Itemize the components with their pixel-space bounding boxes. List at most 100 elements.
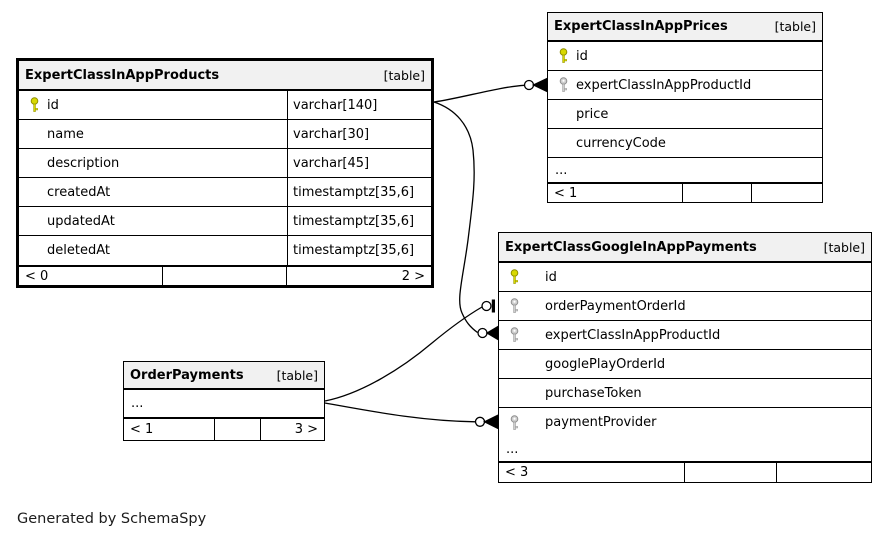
- foreign-key-icon: [510, 414, 519, 430]
- footer-spacer: [685, 463, 777, 482]
- column-name: orderPaymentOrderId: [545, 298, 686, 314]
- zero-cardinality-circle: [477, 327, 488, 339]
- column-name: expertClassInAppProductId: [576, 77, 752, 93]
- table-tag: [table]: [823, 239, 865, 255]
- key-cell: [548, 77, 576, 93]
- table-tag: [table]: [383, 67, 425, 83]
- table-title[interactable]: OrderPayments: [130, 367, 244, 383]
- primary-key-icon: [30, 97, 39, 112]
- column-type: varchar[140]: [287, 91, 431, 119]
- foreign-key-icon: [510, 298, 519, 313]
- ellipsis-row: ...: [131, 396, 144, 411]
- footer-spacer: [163, 267, 287, 285]
- footer-children-count: < 0: [19, 267, 163, 285]
- column-name: price: [576, 106, 609, 122]
- column-name: createdAt: [47, 184, 111, 200]
- foreign-key-icon: [510, 327, 519, 342]
- column-name: id: [47, 97, 59, 113]
- table-footer: < 3: [499, 461, 871, 482]
- column-type: timestamptz[35,6]: [287, 207, 431, 235]
- footer-spacer: [215, 419, 261, 440]
- footer-parents-count: 2 >: [401, 268, 425, 284]
- table-title[interactable]: ExpertClassGoogleInAppPayments: [505, 239, 757, 255]
- table-header: ExpertClassInAppPrices [table]: [548, 13, 822, 42]
- column-name: expertClassInAppProductId: [545, 327, 721, 343]
- column-row: id: [548, 42, 822, 71]
- primary-key-icon: [510, 269, 519, 284]
- footer-parents-count: [777, 463, 871, 482]
- one-tee-marker: [491, 299, 495, 313]
- table-expert-class-in-app-prices: ExpertClassInAppPrices [table] id: [547, 12, 823, 203]
- table-footer: < 1: [548, 182, 822, 202]
- table-expert-class-in-app-products: ExpertClassInAppProducts [table] id varc…: [16, 58, 434, 288]
- foreign-key-icon: [559, 77, 568, 92]
- key-cell: [548, 48, 576, 64]
- primary-key-icon: [559, 48, 568, 63]
- footer-children-count: < 1: [548, 184, 683, 202]
- column-type: timestamptz[35,6]: [287, 178, 431, 206]
- table-expert-class-google-in-app-payments: ExpertClassGoogleInAppPayments [table] i…: [498, 232, 872, 483]
- column-name: currencyCode: [576, 135, 666, 151]
- column-name: updatedAt: [47, 213, 115, 229]
- zero-cardinality-circle: [474, 416, 486, 427]
- column-row: expertClassInAppProductId: [548, 71, 822, 100]
- column-row: expertClassInAppProductId: [499, 321, 871, 350]
- footer-parents-count: 3 >: [294, 422, 318, 437]
- column-name: description: [47, 155, 120, 171]
- column-row: updatedAt timestamptz[35,6]: [19, 207, 431, 236]
- column-row: paymentProvider: [499, 408, 871, 437]
- column-name: deletedAt: [47, 243, 110, 258]
- table-title[interactable]: ExpertClassInAppPrices: [554, 19, 728, 34]
- key-cell: [499, 298, 545, 314]
- footer-parents-count: [752, 184, 822, 202]
- column-type: varchar[45]: [287, 149, 431, 177]
- column-type: timestamptz[35,6]: [287, 236, 431, 265]
- zero-cardinality-circle: [481, 300, 492, 312]
- table-header: ExpertClassGoogleInAppPayments [table]: [499, 233, 871, 263]
- column-row: createdAt timestamptz[35,6]: [19, 178, 431, 207]
- column-row: orderPaymentOrderId: [499, 292, 871, 321]
- column-row: id varchar[140]: [19, 91, 431, 120]
- column-name: purchaseToken: [545, 385, 642, 401]
- column-row: deletedAt timestamptz[35,6]: [19, 236, 431, 265]
- table-footer: < 0 2 >: [19, 265, 431, 285]
- ellipsis-row: ...: [555, 162, 568, 178]
- table-header: ExpertClassInAppProducts [table]: [19, 61, 431, 91]
- key-cell: [19, 97, 47, 113]
- column-row: purchaseToken: [499, 379, 871, 408]
- column-name: paymentProvider: [545, 415, 657, 430]
- ellipsis-row: ...: [506, 441, 519, 457]
- table-tag: [table]: [276, 367, 318, 383]
- footer-children-count: < 3: [499, 463, 685, 482]
- zero-cardinality-circle: [523, 79, 535, 91]
- footer-children-count: < 1: [124, 419, 215, 440]
- relation-line-orderpayments-provider: [324, 402, 476, 423]
- column-row: googlePlayOrderId: [499, 350, 871, 379]
- table-tag: [table]: [774, 19, 816, 34]
- many-crowfoot-marker: [483, 414, 499, 430]
- footer-spacer: [683, 184, 752, 202]
- column-row: id: [499, 263, 871, 292]
- generator-note: Generated by SchemaSpy: [17, 511, 207, 527]
- column-row: name varchar[30]: [19, 120, 431, 149]
- table-title[interactable]: ExpertClassInAppProducts: [25, 67, 220, 83]
- table-order-payments: OrderPayments [table] ... < 1 3 >: [123, 361, 325, 441]
- column-name: id: [545, 269, 557, 285]
- key-cell: [499, 414, 545, 431]
- column-row: currencyCode: [548, 129, 822, 158]
- column-type: varchar[30]: [287, 120, 431, 148]
- column-name: name: [47, 126, 84, 142]
- key-cell: [499, 327, 545, 343]
- relation-line-products-googlepayments: [433, 101, 478, 334]
- column-row: description varchar[45]: [19, 149, 431, 178]
- column-name: id: [576, 48, 588, 64]
- many-crowfoot-marker: [532, 77, 548, 93]
- relation-line-products-prices: [433, 84, 525, 103]
- relation-line-orderpayments-orderid: [324, 306, 483, 402]
- table-footer: < 1 3 >: [124, 417, 324, 440]
- table-header: OrderPayments [table]: [124, 362, 324, 390]
- column-name: googlePlayOrderId: [545, 356, 666, 372]
- key-cell: [499, 269, 545, 285]
- column-row: price: [548, 100, 822, 129]
